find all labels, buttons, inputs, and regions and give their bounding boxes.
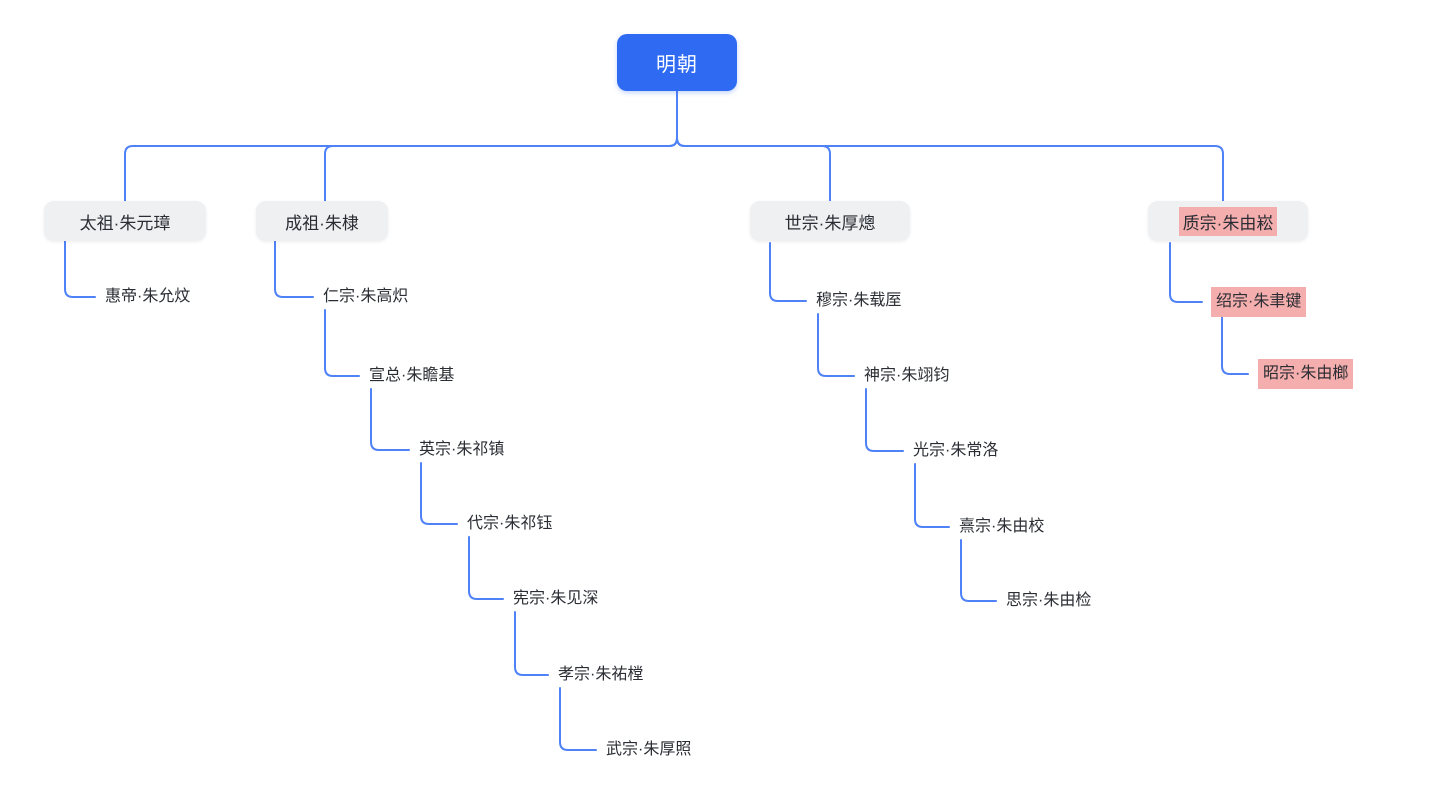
edge-xizong-sizong (960, 539, 997, 602)
edge-yingzong-daizong (420, 462, 458, 525)
edge-shizong-muzong (769, 242, 807, 302)
node-guangzong[interactable]: 光宗·朱常洛 (913, 442, 999, 459)
node-xianzong[interactable]: 宪宗·朱见深 (513, 590, 599, 607)
node-zhizong[interactable]: 质宗·朱由崧 (1148, 201, 1308, 241)
edge-shaozong-zhaozong (1221, 316, 1249, 375)
node-renzong[interactable]: 仁宗·朱高炽 (323, 288, 409, 305)
node-shizong[interactable]: 世宗·朱厚熜 (750, 201, 910, 241)
edge-xiaozong-wuzong (559, 687, 597, 751)
node-mingchao-label: 明朝 (656, 54, 698, 76)
node-zhizong-label: 质宗·朱由崧 (1178, 206, 1278, 236)
node-muzong[interactable]: 穆宗·朱载厔 (816, 292, 902, 309)
node-xiaozong[interactable]: 孝宗·朱祐樘 (558, 666, 644, 683)
node-taizu[interactable]: 太祖·朱元璋 (44, 201, 206, 241)
node-zhaozong[interactable]: 昭宗·朱由榔 (1258, 359, 1354, 389)
edge-muzong-shenzong (817, 313, 855, 377)
node-taizu-label: 太祖·朱元璋 (79, 213, 171, 233)
node-shizong-label: 世宗·朱厚熜 (784, 213, 876, 233)
node-yingzong[interactable]: 英宗·朱祁镇 (419, 441, 505, 458)
edge-renzong-xuanzong (324, 309, 360, 377)
edge-taizu-huidi (64, 240, 96, 298)
node-mingchao-root[interactable]: 明朝 (617, 34, 737, 91)
edge-root-chengzu (324, 89, 678, 206)
edge-xianzong-xiaozong (514, 611, 549, 676)
node-chengzu-label: 成祖·朱棣 (285, 213, 359, 233)
node-chengzu[interactable]: 成祖·朱棣 (256, 201, 388, 241)
node-daizong[interactable]: 代宗·朱祁钰 (467, 515, 553, 532)
edge-root-shizong (676, 89, 831, 206)
node-sizong[interactable]: 思宗·朱由检 (1006, 592, 1092, 609)
node-wuzong[interactable]: 武宗·朱厚照 (606, 741, 692, 758)
edge-shenzong-guangzong (865, 388, 904, 452)
edge-chengzu-renzong (274, 240, 314, 298)
edge-daizong-xianzong (468, 536, 504, 600)
edge-xuanzong-yingzong (370, 388, 410, 451)
edge-zhizong-shaozong (1169, 242, 1203, 303)
node-xizong[interactable]: 熹宗·朱由校 (959, 518, 1045, 535)
node-shaozong[interactable]: 绍宗·朱聿键 (1211, 287, 1307, 317)
edge-root-taizu (124, 89, 678, 206)
edge-root-zhizong (676, 89, 1224, 206)
edge-guangzong-xizong (914, 463, 950, 528)
node-shenzong[interactable]: 神宗·朱翊钧 (864, 367, 950, 384)
node-xuanzong[interactable]: 宣总·朱瞻基 (369, 367, 455, 384)
node-huidi[interactable]: 惠帝·朱允炆 (105, 288, 191, 305)
